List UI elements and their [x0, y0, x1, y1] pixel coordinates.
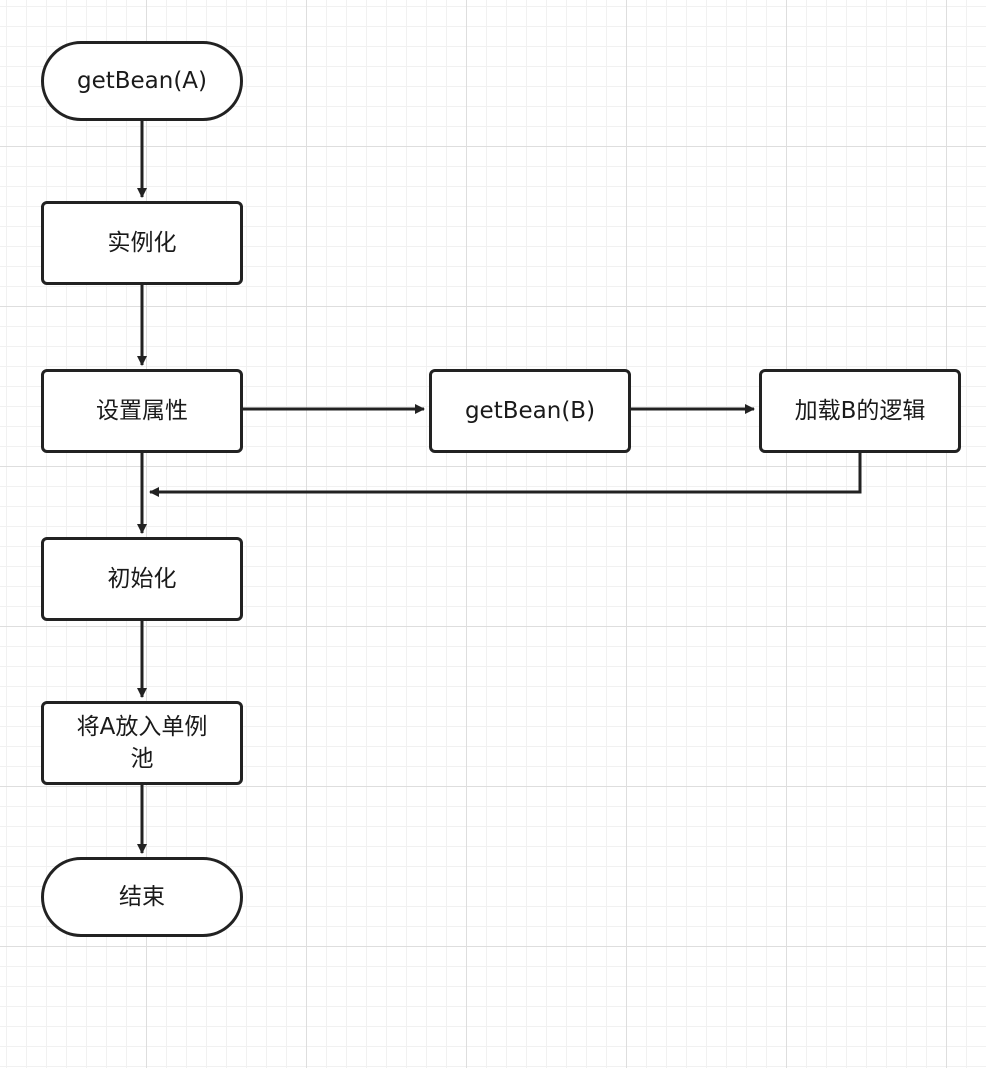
node-init-label: 初始化	[107, 566, 177, 592]
node-set-props[interactable]: 设置属性	[41, 369, 243, 453]
edge-load-b-return	[149, 453, 862, 497]
node-start[interactable]: getBean(A)	[41, 41, 243, 121]
node-start-label: getBean(A)	[76, 68, 208, 94]
node-put-pool-label: 将A放入单例池	[76, 714, 208, 772]
node-instantiate[interactable]: 实例化	[41, 201, 243, 285]
node-get-b-label: getBean(B)	[464, 398, 596, 424]
node-end-label: 结束	[119, 884, 165, 910]
node-get-b[interactable]: getBean(B)	[429, 369, 631, 453]
node-put-pool[interactable]: 将A放入单例池	[41, 701, 243, 785]
node-load-b-label: 加载B的逻辑	[794, 398, 926, 424]
node-init[interactable]: 初始化	[41, 537, 243, 621]
node-load-b[interactable]: 加载B的逻辑	[759, 369, 961, 453]
node-instantiate-label: 实例化	[107, 230, 177, 256]
node-end[interactable]: 结束	[41, 857, 243, 937]
node-set-props-label: 设置属性	[96, 398, 188, 424]
